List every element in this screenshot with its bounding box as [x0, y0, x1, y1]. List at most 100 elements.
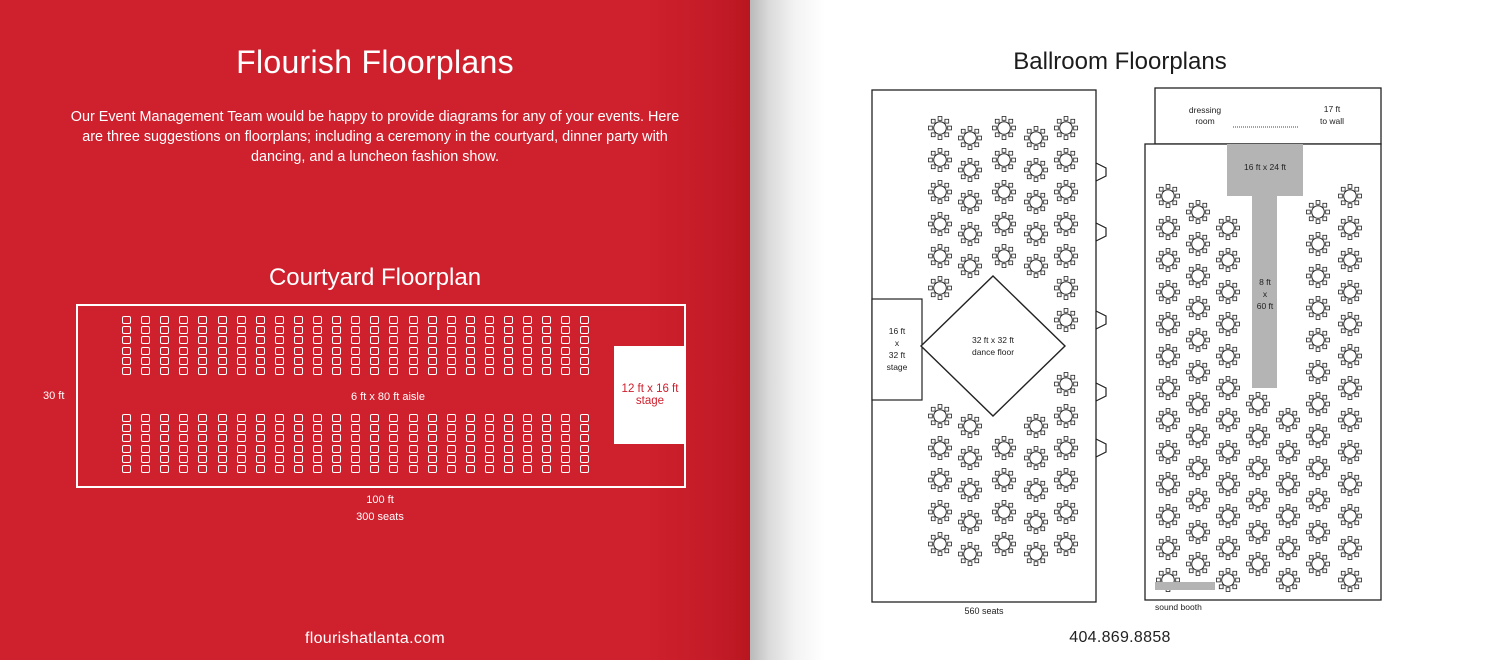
chair	[179, 336, 189, 345]
plan-b-tables	[1156, 184, 1362, 592]
chair	[389, 336, 399, 345]
chair	[179, 326, 189, 335]
chair	[427, 367, 437, 375]
chair	[408, 316, 418, 324]
chair	[122, 336, 131, 345]
chair	[255, 346, 265, 355]
round-table	[992, 468, 1016, 492]
page-title: Flourish Floorplans	[236, 44, 514, 80]
round-table	[1024, 222, 1048, 246]
chair	[332, 424, 342, 433]
chair	[332, 367, 342, 375]
chair	[446, 444, 456, 453]
chair	[122, 414, 131, 422]
round-table	[1054, 212, 1078, 236]
round-table	[1276, 440, 1300, 464]
chair	[389, 444, 399, 453]
round-table	[1156, 440, 1180, 464]
chair	[484, 414, 494, 422]
chair	[122, 424, 131, 433]
website-link[interactable]: flourishatlanta.com	[305, 630, 445, 647]
chair	[351, 454, 361, 463]
chair	[179, 434, 189, 443]
chair	[446, 336, 456, 345]
chair	[198, 336, 208, 345]
round-table	[1054, 308, 1078, 332]
bay-window	[1095, 382, 1107, 402]
chair	[179, 444, 189, 453]
chair	[427, 346, 437, 355]
chair	[236, 356, 246, 365]
round-table	[1306, 488, 1330, 512]
chair	[484, 356, 494, 365]
round-table	[1338, 312, 1362, 336]
chair	[465, 454, 475, 463]
chair	[351, 414, 361, 422]
chair	[274, 454, 284, 463]
round-table	[1216, 376, 1240, 400]
round-table	[1186, 232, 1210, 256]
chair	[217, 356, 227, 365]
chair	[160, 367, 170, 375]
chair	[561, 316, 571, 324]
chair	[236, 316, 246, 324]
chair	[465, 326, 475, 335]
chair	[370, 346, 380, 355]
ballroom-plan-a: 16 ft x 32 ft stage 32 ft x 32 ft dance …	[871, 89, 1107, 616]
chair	[293, 444, 303, 453]
round-table	[1024, 254, 1048, 278]
chair	[427, 414, 437, 422]
round-table	[1186, 392, 1210, 416]
chair	[484, 454, 494, 463]
round-table	[1054, 500, 1078, 524]
chair	[274, 367, 284, 375]
chair	[446, 316, 456, 324]
round-table	[1186, 488, 1210, 512]
phone-number[interactable]: 404.869.8858	[1069, 629, 1171, 646]
chair	[580, 336, 590, 345]
chair	[274, 444, 284, 453]
round-table	[1024, 446, 1048, 470]
chair	[465, 356, 475, 365]
round-table	[928, 180, 952, 204]
chair	[332, 454, 342, 463]
round-table	[1338, 184, 1362, 208]
chair	[542, 316, 552, 324]
chair	[255, 444, 265, 453]
round-table	[1186, 552, 1210, 576]
intro-paragraph: Our Event Management Team would be happy…	[70, 109, 680, 165]
chair	[389, 414, 399, 422]
chair	[408, 424, 418, 433]
chair	[523, 367, 533, 375]
round-table	[928, 532, 952, 556]
chair	[313, 336, 322, 345]
round-table	[992, 212, 1016, 236]
chair	[465, 424, 475, 433]
chair	[179, 454, 189, 463]
chair	[217, 316, 227, 324]
chair	[160, 346, 170, 355]
chair	[313, 424, 322, 433]
chair	[523, 356, 533, 365]
round-table	[1306, 520, 1330, 544]
round-table	[1338, 376, 1362, 400]
chair	[236, 434, 246, 443]
round-table	[1156, 376, 1180, 400]
chair	[465, 444, 475, 453]
chair	[255, 356, 265, 365]
chair	[370, 326, 380, 335]
chair	[427, 316, 437, 324]
chair	[504, 444, 513, 453]
runway-label-1: 8 ft	[1259, 277, 1271, 287]
chair	[198, 367, 208, 375]
chair	[446, 356, 456, 365]
wall-label-1: 17 ft	[1324, 104, 1341, 114]
chair	[274, 424, 284, 433]
chair	[217, 454, 227, 463]
chair	[465, 316, 475, 324]
chair	[313, 444, 322, 453]
chair	[504, 356, 513, 365]
round-table	[1054, 276, 1078, 300]
chair	[446, 346, 456, 355]
round-table	[1186, 264, 1210, 288]
